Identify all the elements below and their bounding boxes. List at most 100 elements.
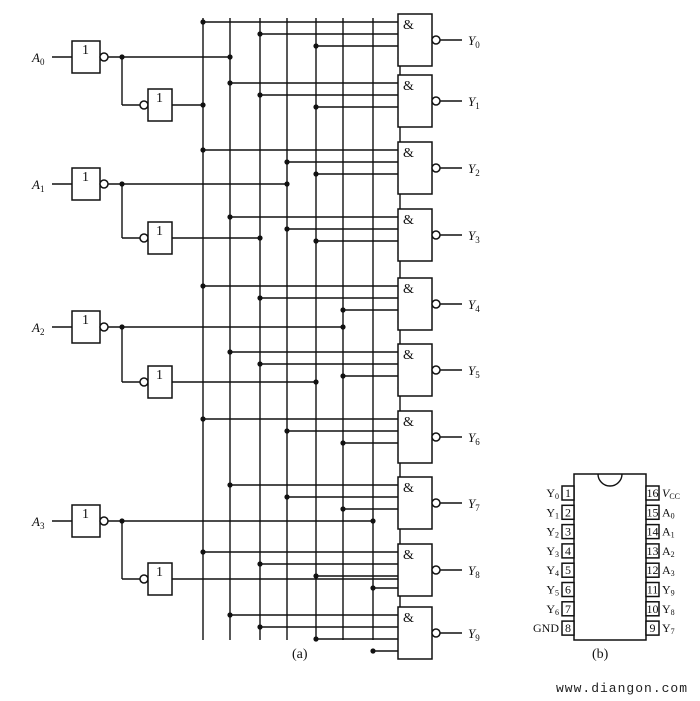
pin-number: 1 bbox=[565, 486, 571, 500]
inversion-bubble bbox=[431, 365, 441, 375]
and-gate-symbol: & bbox=[403, 611, 414, 626]
output-label: Y0 bbox=[468, 33, 480, 50]
inversion-bubble bbox=[431, 432, 441, 442]
inversion-bubble bbox=[139, 100, 149, 110]
junction-dot bbox=[284, 428, 290, 434]
not-gate-symbol: 1 bbox=[82, 313, 89, 328]
pin-box bbox=[561, 601, 575, 617]
and-gate-symbol: & bbox=[403, 548, 414, 563]
and-gate bbox=[397, 13, 433, 67]
pin-label: A2 bbox=[662, 544, 675, 559]
junction-dot bbox=[257, 624, 263, 630]
junction-dot bbox=[284, 226, 290, 232]
junction-dot bbox=[200, 147, 206, 153]
junction-dot bbox=[340, 440, 346, 446]
pin-box bbox=[561, 620, 575, 636]
pin-number: 11 bbox=[647, 583, 659, 597]
pin-number: 7 bbox=[565, 602, 571, 616]
and-gate-symbol: & bbox=[403, 348, 414, 363]
junction-dot bbox=[313, 238, 319, 244]
ic-body bbox=[573, 473, 647, 641]
junction-dot bbox=[313, 43, 319, 49]
inversion-bubble bbox=[99, 322, 109, 332]
junction-dot bbox=[227, 349, 233, 355]
not-gate bbox=[71, 167, 101, 201]
inversion-bubble bbox=[431, 628, 441, 638]
and-gate bbox=[397, 277, 433, 331]
junction-dot bbox=[313, 379, 319, 385]
not-gate-symbol: 1 bbox=[156, 565, 163, 580]
not-gate bbox=[147, 365, 173, 399]
ic-notch bbox=[597, 473, 623, 487]
output-label: Y4 bbox=[468, 297, 480, 314]
junction-dot bbox=[257, 361, 263, 367]
pin-number: 9 bbox=[650, 621, 656, 635]
not-gate bbox=[71, 504, 101, 538]
pin-label: Y8 bbox=[662, 602, 675, 617]
and-gate-symbol: & bbox=[403, 18, 414, 33]
junction-dot bbox=[313, 104, 319, 110]
junction-dot bbox=[200, 19, 206, 25]
pin-box bbox=[645, 523, 660, 540]
junction-dot bbox=[200, 283, 206, 289]
pin-number: 15 bbox=[647, 505, 659, 519]
and-gate bbox=[397, 410, 433, 464]
and-gate bbox=[397, 606, 433, 660]
and-gate bbox=[397, 74, 433, 128]
not-gate-symbol: 1 bbox=[82, 507, 89, 522]
junction-dot bbox=[340, 324, 346, 330]
output-label: Y5 bbox=[468, 363, 480, 380]
junction-dot bbox=[200, 416, 206, 422]
junction-dot bbox=[200, 549, 206, 555]
pin-label: Y9 bbox=[662, 583, 675, 598]
inversion-bubble bbox=[431, 96, 441, 106]
pin-box bbox=[645, 562, 660, 578]
junction-dot bbox=[227, 612, 233, 618]
output-label: Y7 bbox=[468, 496, 480, 513]
watermark: www.diangon.com bbox=[556, 681, 688, 696]
inversion-bubble bbox=[431, 565, 441, 575]
pin-number: 12 bbox=[647, 563, 659, 577]
output-label: Y8 bbox=[468, 563, 480, 580]
pin-number: 3 bbox=[565, 525, 571, 539]
junction-dot bbox=[284, 494, 290, 500]
and-gate-symbol: & bbox=[403, 481, 414, 496]
junction-dot bbox=[200, 102, 206, 108]
junction-dot bbox=[257, 92, 263, 98]
pin-box bbox=[645, 485, 660, 501]
pin-box bbox=[645, 504, 660, 521]
pin-box bbox=[561, 543, 575, 559]
and-gate-symbol: & bbox=[403, 213, 414, 228]
inversion-bubble bbox=[139, 233, 149, 243]
inversion-bubble bbox=[431, 230, 441, 240]
pin-box bbox=[645, 543, 660, 559]
pin-box bbox=[561, 504, 575, 521]
pin-label: GND bbox=[533, 621, 559, 635]
and-gate-symbol: & bbox=[403, 282, 414, 297]
pin-number: 13 bbox=[647, 544, 659, 558]
pin-label: Y7 bbox=[662, 621, 675, 636]
pin-number: 4 bbox=[565, 544, 571, 558]
not-gate-symbol: 1 bbox=[156, 91, 163, 106]
pin-label: Y0 bbox=[546, 486, 559, 501]
junction-dot bbox=[227, 54, 233, 60]
junction-dot bbox=[257, 561, 263, 567]
caption-b: (b) bbox=[592, 647, 609, 662]
and-gate-symbol: & bbox=[403, 79, 414, 94]
pin-box bbox=[645, 581, 660, 598]
pin-label: A0 bbox=[662, 505, 675, 520]
pin-label: Y5 bbox=[546, 583, 559, 598]
pin-label: Y3 bbox=[546, 544, 559, 559]
not-gate bbox=[147, 221, 173, 255]
pin-box bbox=[561, 581, 575, 598]
pin-box bbox=[645, 601, 660, 617]
output-label: Y1 bbox=[468, 94, 480, 111]
pin-box bbox=[561, 523, 575, 540]
pin-label: Y1 bbox=[546, 505, 559, 520]
input-label: A2 bbox=[31, 320, 44, 337]
junction-dot bbox=[257, 295, 263, 301]
input-label: A1 bbox=[31, 177, 44, 194]
input-label: A0 bbox=[31, 50, 45, 67]
